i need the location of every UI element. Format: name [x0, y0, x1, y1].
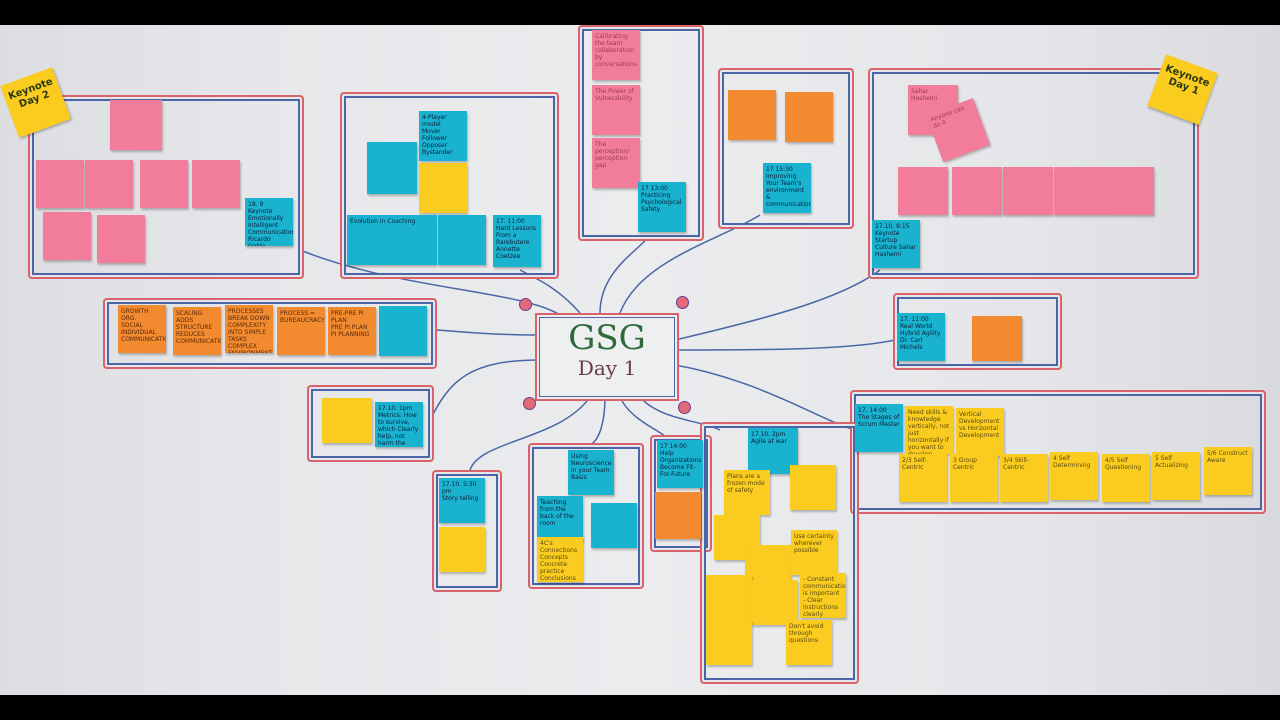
connector-line	[674, 269, 881, 341]
sticky-note: 5 Self Actualizing	[1152, 452, 1200, 500]
frame-neuro	[528, 443, 644, 589]
connector-line	[619, 396, 671, 441]
sticky-note: 17. 11:00 Hard Lessons From a Rarebutere…	[493, 215, 541, 267]
sticky-note: PROCESS = BUREAUCRACY	[277, 307, 325, 355]
sticky-note: Using Neuroscience in your Team Basis	[568, 450, 614, 495]
connector-line	[469, 396, 591, 471]
sticky-note	[728, 90, 776, 140]
sticky-note: The Power of Vulnerability	[592, 85, 640, 135]
sticky-note: 4-Player model Mover Follower Opposer By…	[419, 111, 467, 161]
sticky-note	[36, 160, 84, 208]
frame-story	[432, 470, 502, 592]
connector-line	[429, 359, 541, 421]
connector-line	[619, 214, 761, 314]
sticky-note	[972, 316, 1022, 361]
connector-line	[674, 364, 856, 431]
pin-dot	[678, 401, 691, 414]
sticky-note: Use certainty wherever possible	[791, 530, 837, 575]
sticky-note: 17. 14:00 The Stages of Scrum Master	[855, 404, 903, 452]
sticky-note	[952, 167, 1002, 215]
sticky-note	[439, 527, 485, 572]
sticky-note: - Constant communication is important - …	[800, 573, 846, 618]
frame-metrics	[307, 385, 434, 462]
sticky-note: 2/3 Self-Centric	[899, 454, 947, 502]
sticky-note: PRE-PRE PI PLAN PRE PI PLAN PI PLANNING	[328, 307, 376, 355]
sticky-note: 17.10. 1pm Metrics: How to survive, whic…	[375, 402, 423, 447]
sticky-note	[790, 465, 836, 510]
sticky-note-diagram	[367, 142, 417, 194]
frame-keynote-day1	[868, 68, 1199, 279]
frame-agile-war	[700, 422, 859, 684]
sticky-note: SCALING ADDS STRUCTURE REDUCES COMMUNICA…	[173, 307, 221, 355]
sticky-note: Teaching from the back of the room	[537, 496, 583, 541]
sticky-note	[97, 215, 145, 263]
sticky-note	[898, 167, 948, 215]
sticky-note: 17.10. 2pm Agile at war	[748, 428, 798, 474]
sticky-note	[706, 575, 752, 620]
sticky-note: Need skills & knowledge vertically, not …	[905, 406, 953, 454]
sticky-note: 17 14:00 Help Organizations Become Fit-F…	[657, 440, 703, 488]
frame-improving	[718, 68, 854, 229]
sticky-note: 5/6 Construct Aware	[1204, 447, 1252, 495]
sticky-note	[438, 215, 486, 265]
sticky-note: Vertical Development vs Horizontal Devel…	[956, 408, 1004, 456]
connector-line	[519, 269, 581, 314]
sticky-note	[379, 306, 427, 356]
frame-stages	[850, 390, 1266, 514]
sticky-note: 4C's Connections Concepts Concrete pract…	[537, 537, 583, 582]
connector-line	[299, 249, 561, 316]
sticky-note	[110, 100, 162, 150]
pin-dot	[519, 298, 532, 311]
connector-line	[674, 339, 896, 351]
sticky-note	[419, 163, 467, 213]
sticky-note	[1054, 167, 1104, 215]
sticky-note: 17.10. 5:30 pm Story telling	[439, 478, 485, 523]
connector-line	[639, 396, 721, 431]
connector-line	[432, 329, 536, 336]
sticky-note	[752, 580, 798, 625]
frame-keynote-day2	[28, 95, 304, 279]
frame-vulnerability	[578, 25, 704, 241]
sticky-note: Don't avoid through questions	[786, 620, 832, 665]
frame-growth	[103, 298, 437, 369]
sticky-note: 3 Group Centric	[950, 454, 998, 502]
sticky-note: PROCESSES BREAK DOWN COMPLEXITY INTO SIM…	[225, 305, 273, 353]
sticky-note: 17.10. 9:15 Keynote Startup Culture Saha…	[872, 220, 920, 268]
frame-hybrid	[893, 293, 1062, 370]
sticky-note	[192, 160, 240, 208]
connector-line	[589, 396, 606, 446]
sticky-note	[655, 492, 701, 539]
center-title-box: GSG Day 1	[535, 313, 679, 401]
sticky-note: 17 15:30 Improving Your Team's environme…	[763, 163, 811, 213]
frame-fit	[650, 435, 712, 552]
pin-dot	[676, 296, 689, 309]
sticky-note: 4/5 Self Questioning	[1102, 454, 1150, 502]
sticky-note: 17 13:00 Practicing Psychological Safety	[638, 182, 686, 232]
sticky-note: Calibrating the team collaboration by co…	[592, 30, 640, 80]
sticky-note	[785, 92, 833, 142]
frame-coaching	[340, 92, 559, 279]
sticky-note	[140, 160, 188, 208]
sticky-note	[85, 160, 133, 208]
sticky-note: 17. 11:00 Real World Hybrid Agility Dr. …	[897, 313, 945, 361]
sticky-note: 3/4 Skill-Centric	[1000, 454, 1048, 502]
sticky-note	[43, 212, 91, 260]
sticky-note	[1104, 167, 1154, 215]
sticky-note	[706, 620, 752, 665]
sticky-note	[591, 503, 637, 548]
sticky-note: Evolution in Coaching	[347, 215, 437, 265]
sticky-note: Plans are a frozen mode of safety	[724, 470, 770, 515]
sticky-note: 4 Self Determining	[1050, 452, 1098, 500]
sticky-note: GROWTH ORG. SOCIAL INDIVIDUAL COMMUNICAT…	[118, 305, 166, 353]
sticky-note: 18. 9 Keynote Emotionally Intelligent Co…	[245, 198, 293, 246]
center-subtitle: Day 1	[577, 356, 637, 380]
sticky-note	[1003, 167, 1053, 215]
sticky-note: The perception/ perception gap	[592, 138, 640, 188]
pin-dot	[523, 397, 536, 410]
center-title: GSG	[568, 318, 646, 358]
sticky-note	[322, 398, 372, 443]
